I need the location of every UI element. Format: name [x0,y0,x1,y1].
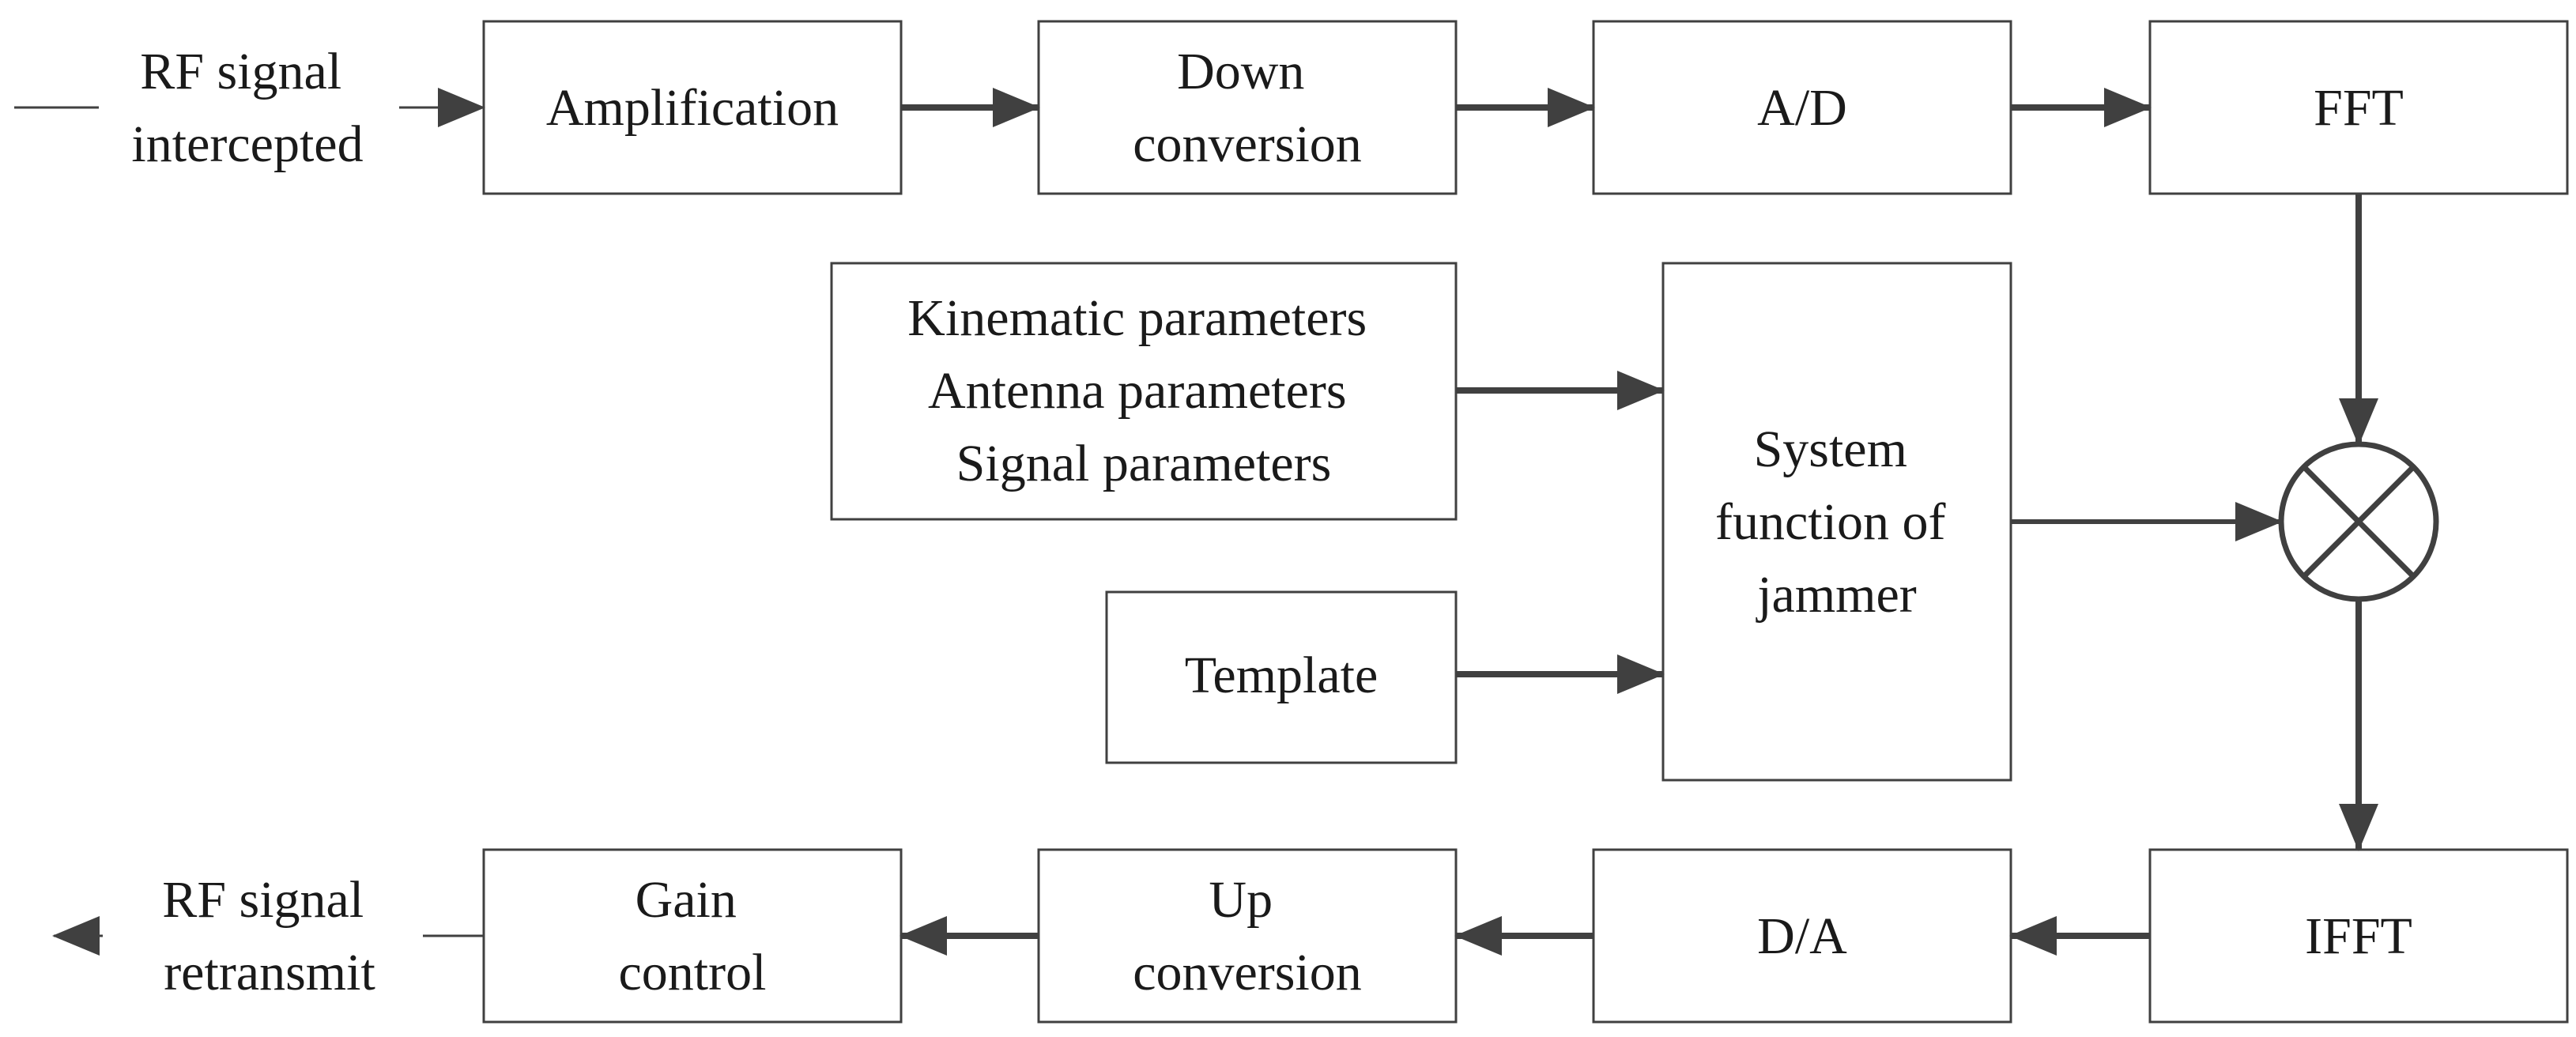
ad-label: A/D [1757,79,1847,137]
output-label: RF signal retransmit [162,871,376,1001]
gain-control-label: Gain control [619,871,767,1001]
up-conversion-label: Up conversion [1133,871,1362,1001]
amplification-label: Amplification [546,79,839,137]
parameters-label: Kinematic parameters Antenna parameters … [907,289,1379,492]
template-label: Template [1185,647,1379,704]
input-label: RF signal intercepted [131,43,363,173]
da-label: D/A [1757,907,1847,965]
system-function-label: System function of jammer [1715,420,1959,624]
fft-label: FFT [2314,79,2404,137]
down-conversion-label: Down conversion [1133,43,1362,173]
mixer-icon [2278,441,2439,602]
ifft-label: IFFT [2305,907,2412,965]
